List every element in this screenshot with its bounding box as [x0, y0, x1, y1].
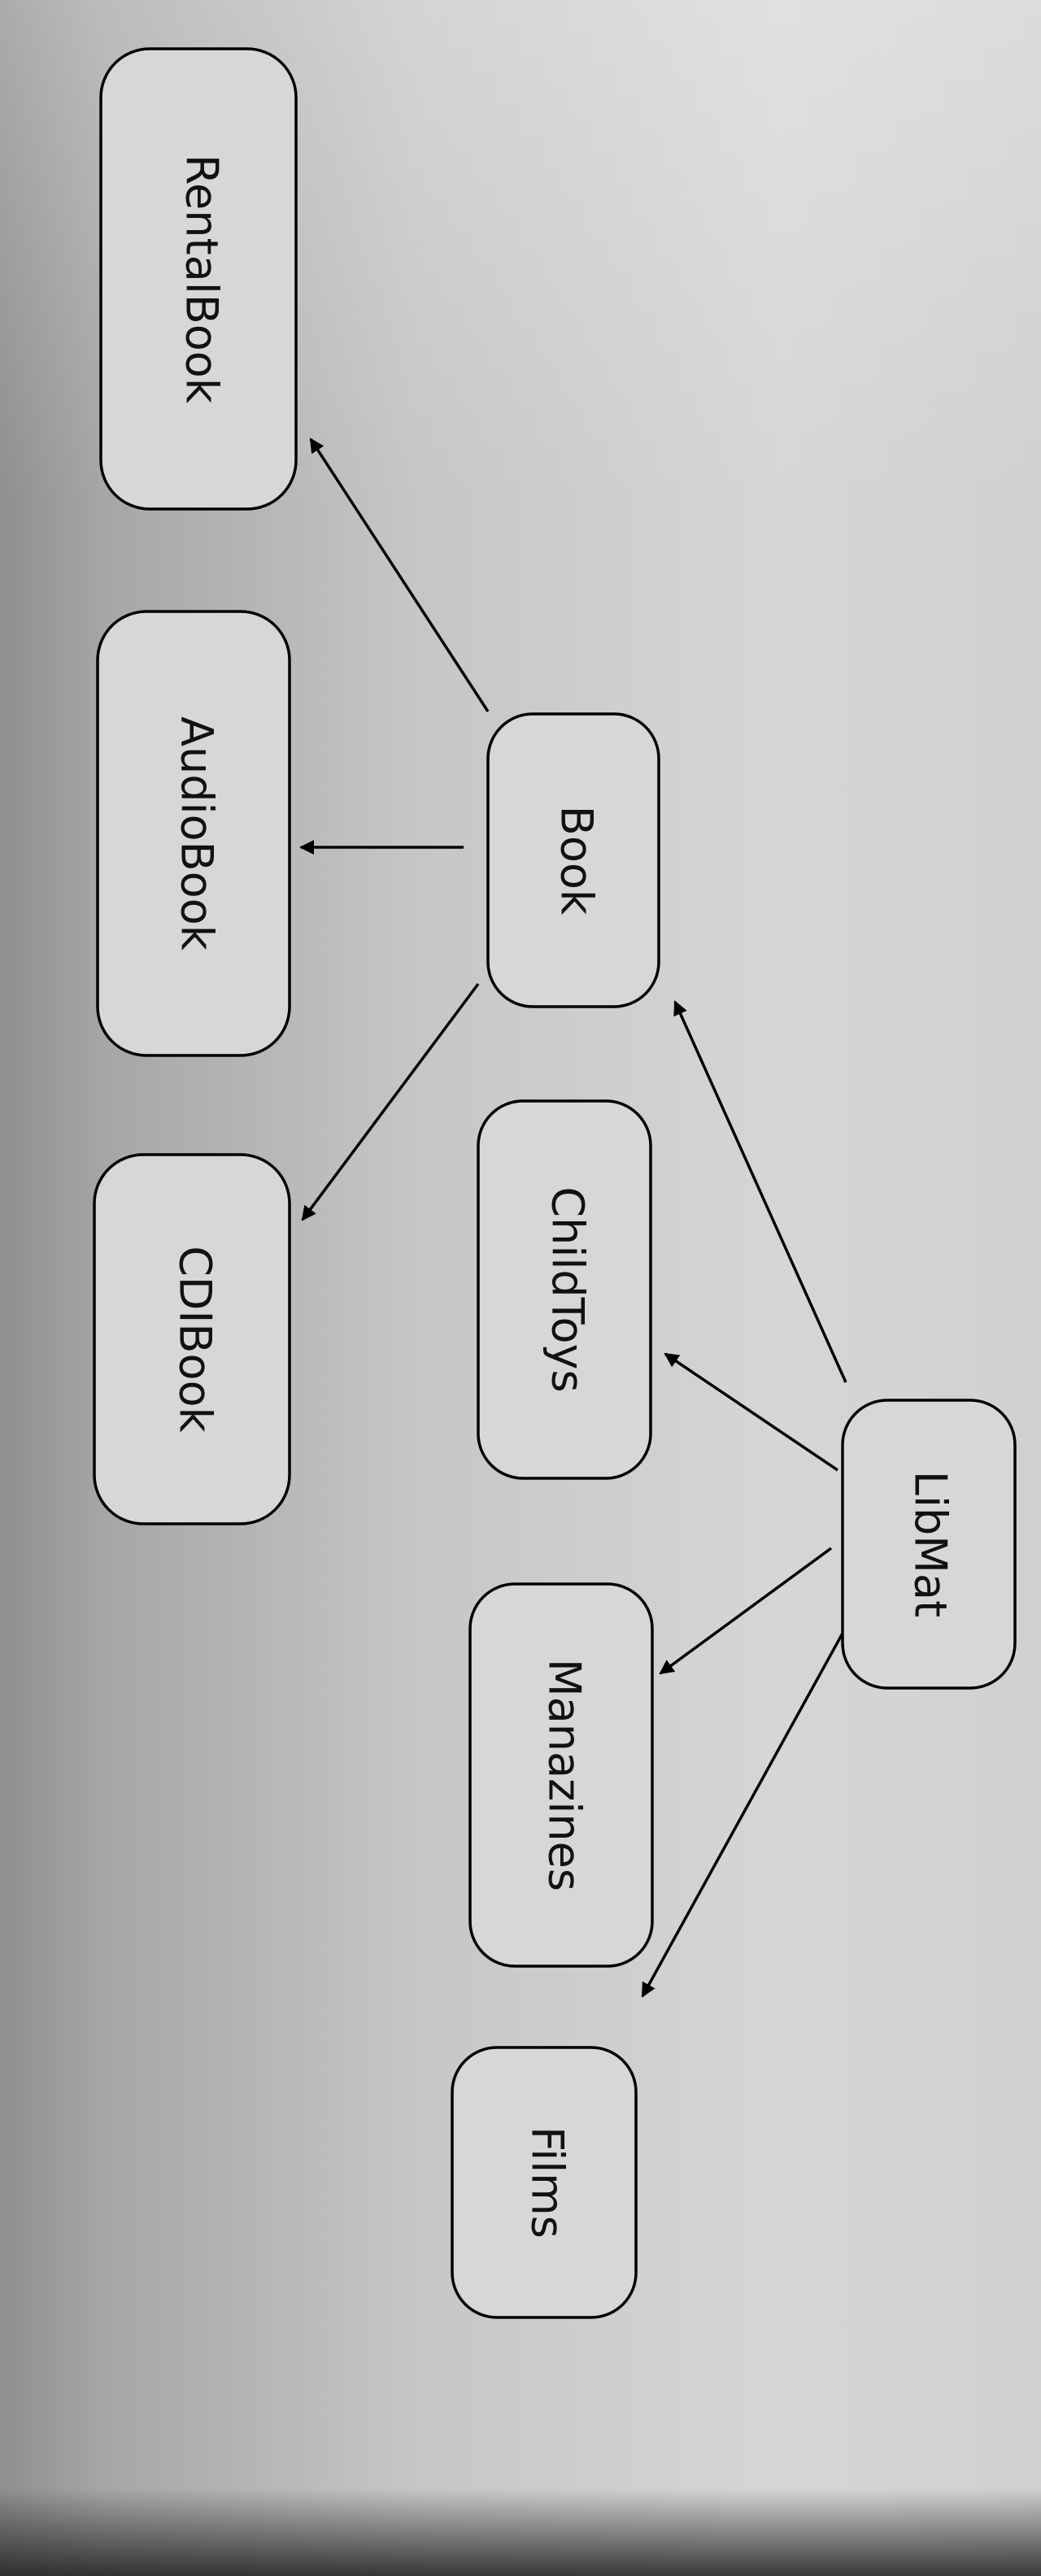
edge-libmat-to-childtoys	[664, 1352, 838, 1472]
node-cdibook: CDIBook	[93, 1153, 291, 1525]
page-bottom-edge	[0, 2488, 1041, 2576]
node-book-label: Book	[551, 806, 602, 916]
node-films: Films	[451, 2046, 638, 2319]
edges	[299, 437, 847, 1998]
node-cdibook-label: CDIBook	[169, 1246, 220, 1433]
node-rentalbook-label: RentalBook	[176, 154, 227, 404]
node-films-label: Films	[521, 2126, 573, 2239]
node-manazines: Manazines	[468, 1582, 654, 1968]
node-childtoys: ChildToys	[477, 1099, 652, 1480]
node-audiobook-label: AudioBook	[171, 716, 222, 951]
edge-libmat-to-manazines	[659, 1547, 833, 1675]
edge-libmat-to-films	[641, 1630, 846, 1998]
node-childtoys-label: ChildToys	[542, 1186, 593, 1392]
node-libmat: LibMat	[841, 1399, 1017, 1690]
edge-book-to-cdibook	[301, 982, 480, 1221]
edge-libmat-to-book	[673, 1000, 847, 1383]
node-manazines-label: Manazines	[538, 1659, 590, 1891]
node-book: Book	[486, 712, 660, 1008]
node-rentalbook: RentalBook	[99, 47, 298, 511]
node-libmat-label: LibMat	[904, 1471, 956, 1617]
node-audiobook: AudioBook	[96, 610, 291, 1057]
edge-book-to-rentalbook	[309, 437, 490, 712]
nodes: LibMat Book ChildToys Manazines Films Re…	[93, 47, 1017, 2319]
